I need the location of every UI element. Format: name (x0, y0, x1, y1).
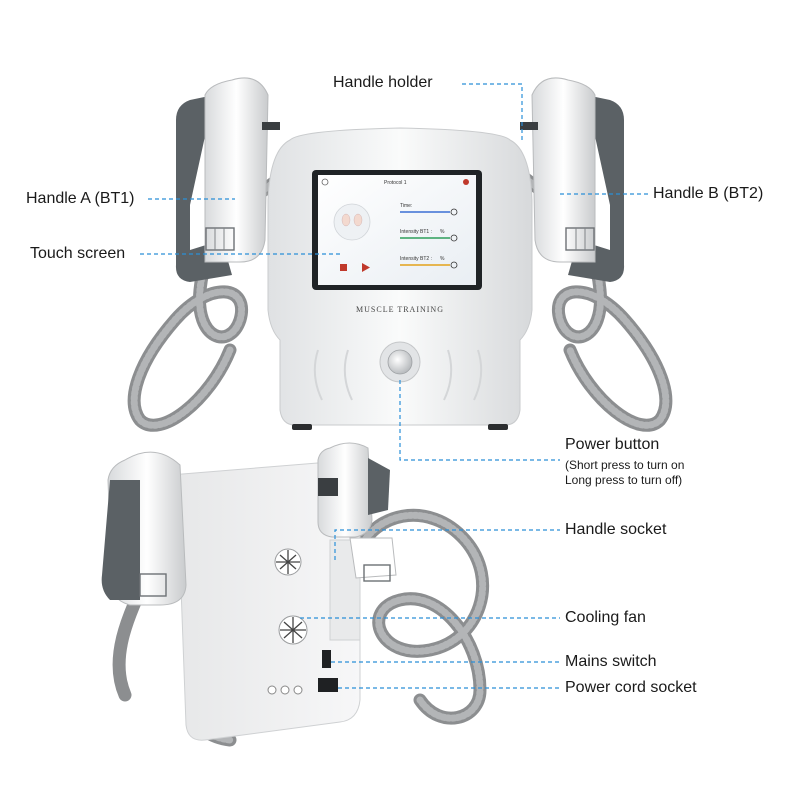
touch-screen-display (312, 170, 482, 290)
label-handle-a: Handle A (BT1) (26, 190, 135, 207)
handle-a-docked (101, 451, 187, 606)
screen-unit-bt1: % (440, 229, 445, 235)
label-handle-socket: Handle socket (565, 521, 667, 538)
screen-intensity-bt1: Intensity BT1 : (400, 229, 432, 235)
stop-icon (340, 264, 347, 271)
handle-b (520, 77, 625, 282)
play-icon (362, 263, 370, 272)
power-cord-socket-part (318, 678, 338, 692)
screen-header: Protocol 1 (384, 180, 407, 186)
label-handle-holder: Handle holder (333, 74, 433, 91)
brand-label: MUSCLE TRAINING (356, 305, 444, 314)
speaker-icon (450, 234, 458, 242)
mains-switch-part (322, 650, 331, 668)
body-area-icon (333, 203, 371, 241)
settings-icon (463, 179, 469, 185)
power-button-knob (379, 341, 421, 383)
label-cooling-fan: Cooling fan (565, 609, 646, 626)
screen-intensity-bt2: Intensity BT2 : (400, 256, 432, 262)
leader-power-button (399, 380, 560, 461)
label-mains-switch: Mains switch (565, 653, 657, 670)
cooling-fan-lower (278, 615, 308, 645)
label-power-note-2: Long press to turn off) (565, 473, 683, 487)
hose-bottom-right (348, 508, 489, 725)
label-touch-screen: Touch screen (30, 245, 126, 262)
cooling-fan-upper (274, 548, 302, 576)
label-power-cord-socket: Power cord socket (565, 679, 697, 696)
label-power-button: Power button (565, 436, 660, 453)
label-handle-b: Handle B (BT2) (653, 185, 764, 202)
label-power-note-1: (Short press to turn on (565, 458, 685, 472)
screen-time-label: Time: (400, 203, 412, 209)
handle-b-docked (317, 442, 397, 582)
leader-handle-socket (334, 529, 560, 560)
leader-handle-holder (462, 83, 523, 140)
leader-lines (140, 83, 650, 689)
screen-unit-bt2: % (440, 256, 445, 262)
back-arrow-icon (321, 178, 329, 186)
handle-a (175, 77, 280, 282)
clock-icon (450, 208, 458, 216)
